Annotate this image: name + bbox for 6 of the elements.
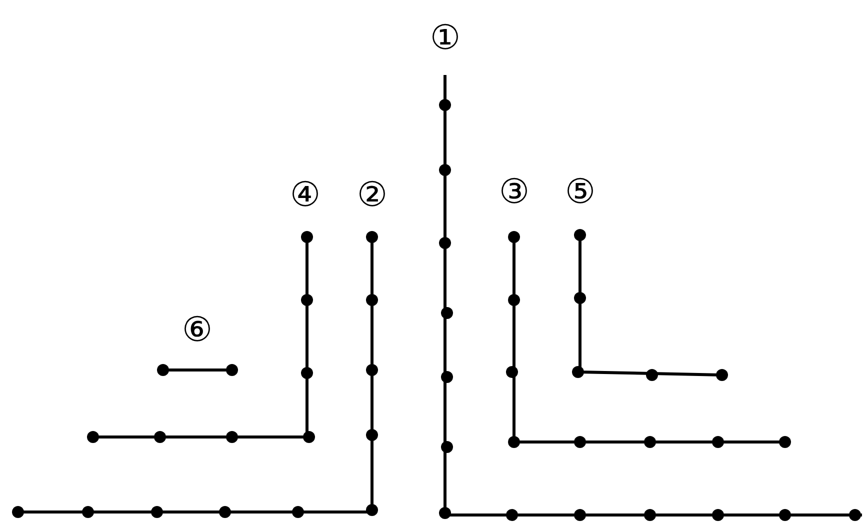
- callout-number: ⑥: [182, 313, 212, 347]
- callout-number: ②: [357, 178, 387, 212]
- callout-number: ④: [290, 178, 320, 212]
- callout-number: ⑤: [565, 175, 595, 209]
- callout-number: ③: [499, 175, 529, 209]
- callout-number: ①: [430, 21, 460, 55]
